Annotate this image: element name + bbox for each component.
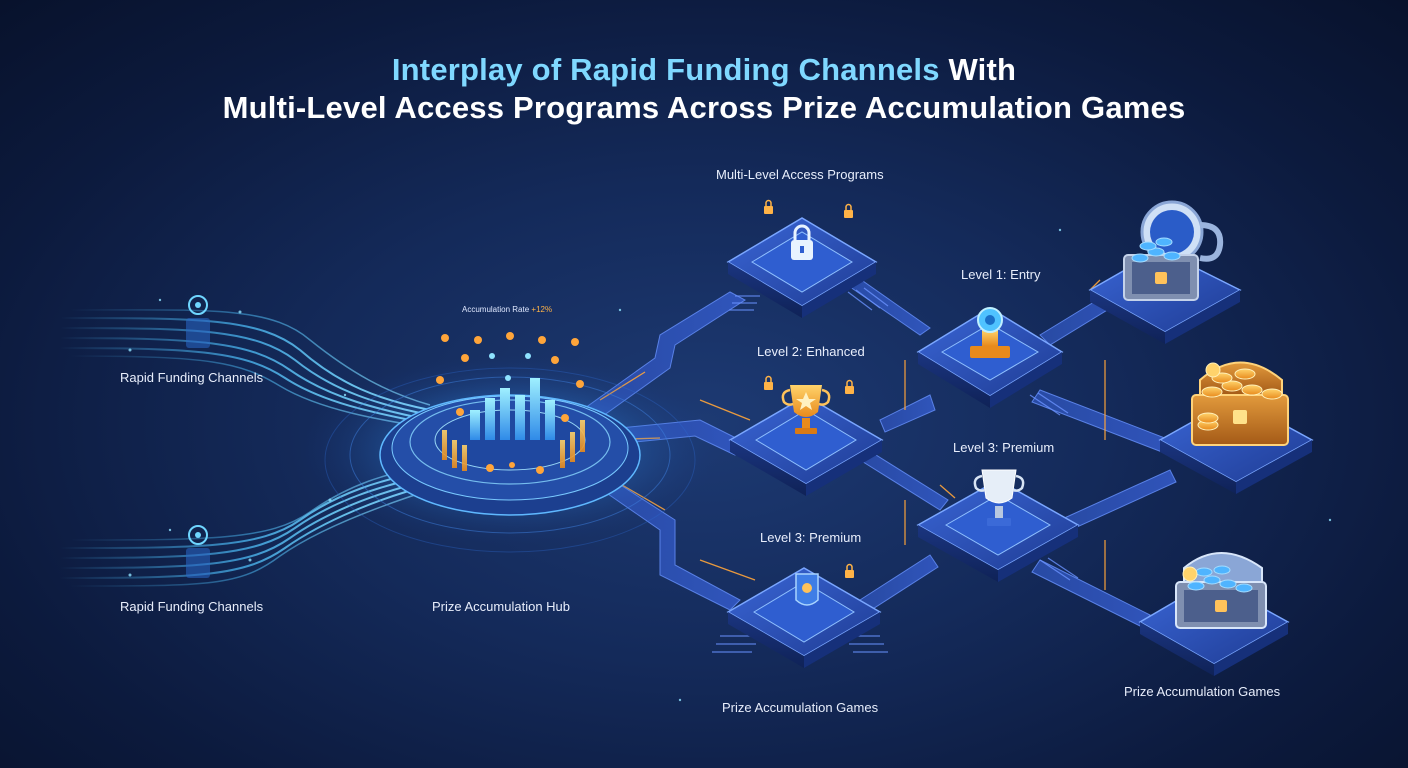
title-rest: With [939,52,1017,87]
lock-icon [845,379,854,394]
stair-steps [712,287,1079,653]
treasure-chest-icon [1191,361,1289,446]
lock-icon [844,203,853,218]
level-2-platform [728,395,884,496]
lock-icon [791,224,813,260]
funding-channel-icon [186,525,210,578]
label-level-1: Level 1: Entry [961,267,1041,282]
label-games-right: Prize Accumulation Games [1124,684,1281,699]
label-rapid-funding-top: Rapid Funding Channels [120,370,264,385]
label-multi-level-access: Multi-Level Access Programs [716,167,884,182]
page-title-line-2: Multi-Level Access Programs Across Prize… [222,90,1186,125]
trophy-icon [973,469,1025,526]
trophy-icon [781,385,831,434]
funding-channel-icon [186,295,210,348]
label-games-bottom: Prize Accumulation Games [722,700,879,715]
trophy-icon [970,307,1010,358]
label-level-2: Level 2: Enhanced [757,344,865,359]
accumulation-rate-value: +12% [531,305,553,314]
label-level-3-right: Level 3: Premium [953,440,1055,455]
bar-chart-icon [436,332,585,474]
accumulation-rate-text: Accumulation Rate [462,305,530,314]
treasure-chest-icon [1175,552,1267,629]
label-rapid-funding-bottom: Rapid Funding Channels [120,599,264,614]
page-title-line-1: Interplay of Rapid Funding Channels With [0,52,1408,88]
lock-icon [764,199,773,214]
sparkles [128,228,1332,702]
lock-icon [845,563,854,578]
label-hub: Prize Accumulation Hub [432,599,571,614]
treasure-chest-icon [1123,200,1224,301]
label-accumulation-rate: Accumulation Rate +12% [462,305,552,314]
prize-accumulation-hub [300,355,720,553]
label-level-3-bottom: Level 3: Premium [760,530,862,545]
title-highlight: Interplay of Rapid Funding Channels [391,52,940,87]
level-3-premium-platform-bottom [726,567,882,668]
multi-level-access-platform [726,217,878,318]
shield-icon [795,573,819,606]
lock-icon [764,375,773,390]
